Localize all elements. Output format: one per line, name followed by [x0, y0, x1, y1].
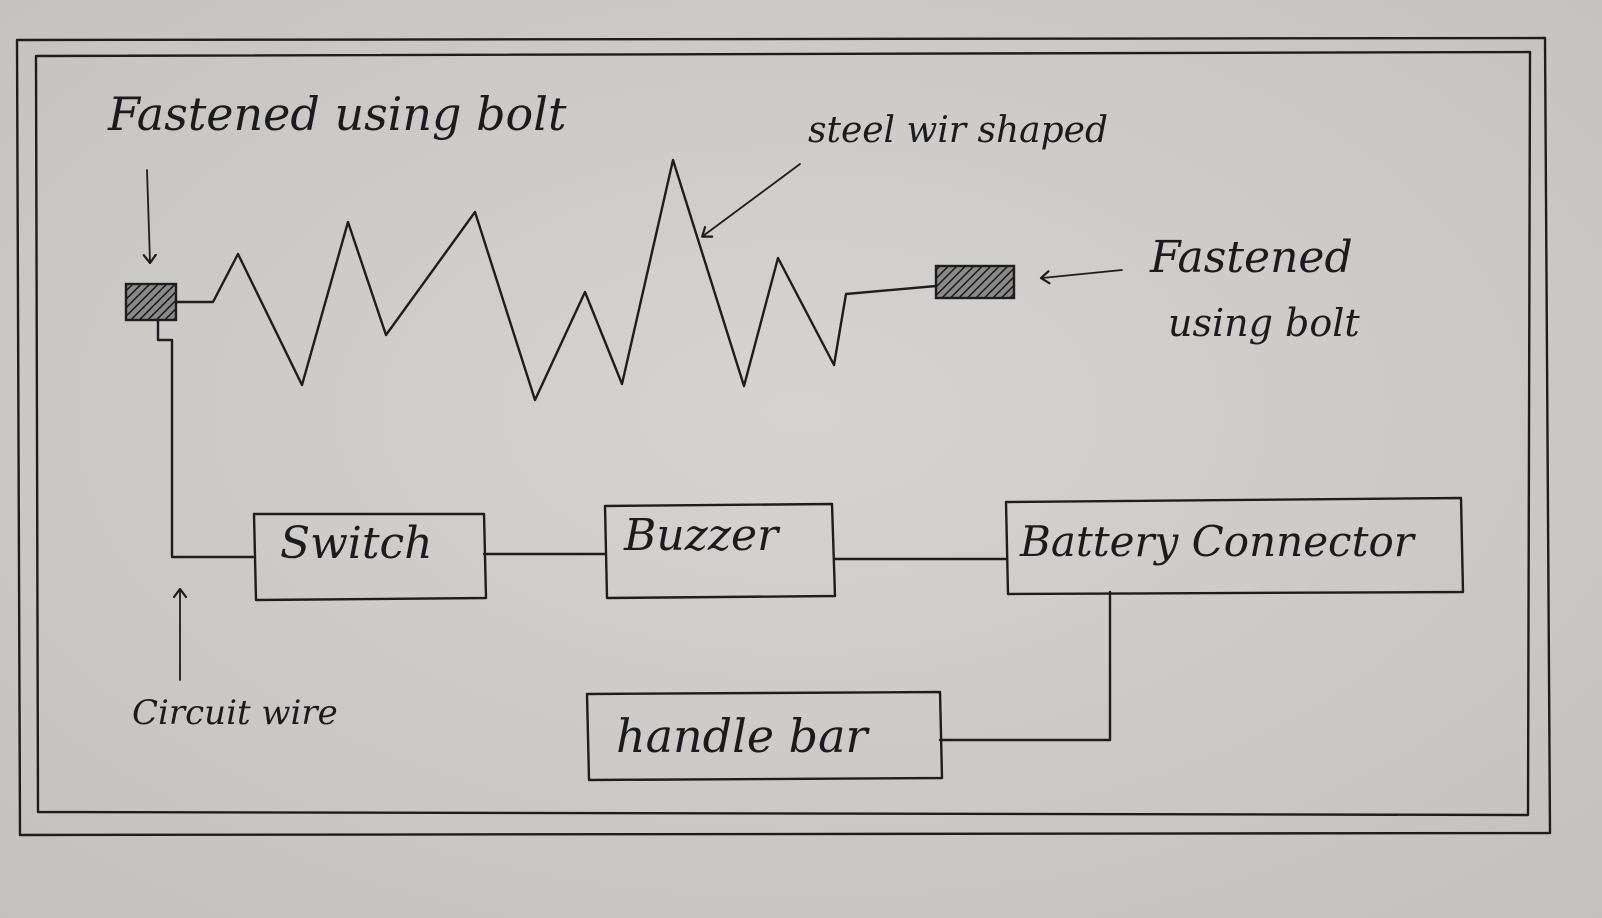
- arrow-to-steel-wire: [703, 163, 801, 236]
- wire-battery-to-handle: [938, 590, 1112, 742]
- handle-bar-box: [585, 690, 944, 782]
- label-bolt-left: Fastened using bolt: [107, 87, 567, 141]
- label-bolt-right-2: using bolt: [1168, 301, 1360, 345]
- switch-label: Switch: [280, 518, 433, 569]
- outer-frame: [15, 36, 1552, 837]
- label-circuit-wire: Circuit wire: [132, 693, 338, 733]
- label-bolt-right-1: Fastened: [1149, 232, 1353, 283]
- battery-connector-box: [1004, 496, 1465, 596]
- wire-bolt-to-switch: [156, 318, 255, 559]
- left-bolt: [124, 282, 178, 322]
- buzzer-label: Buzzer: [623, 510, 781, 561]
- inner-frame: [34, 50, 1532, 817]
- battery-connector-label: Battery Connector: [1019, 517, 1417, 566]
- arrow-to-left-bolt: [147, 169, 150, 262]
- switch-box: [252, 512, 488, 602]
- arrow-to-right-bolt: [1042, 269, 1123, 278]
- steel-wire-zigzag: [174, 158, 938, 402]
- buzzer-box: [603, 502, 837, 600]
- handle-bar-label: handle bar: [616, 709, 871, 763]
- label-steel-wire: steel wir shaped: [808, 110, 1108, 151]
- right-bolt: [934, 264, 1016, 300]
